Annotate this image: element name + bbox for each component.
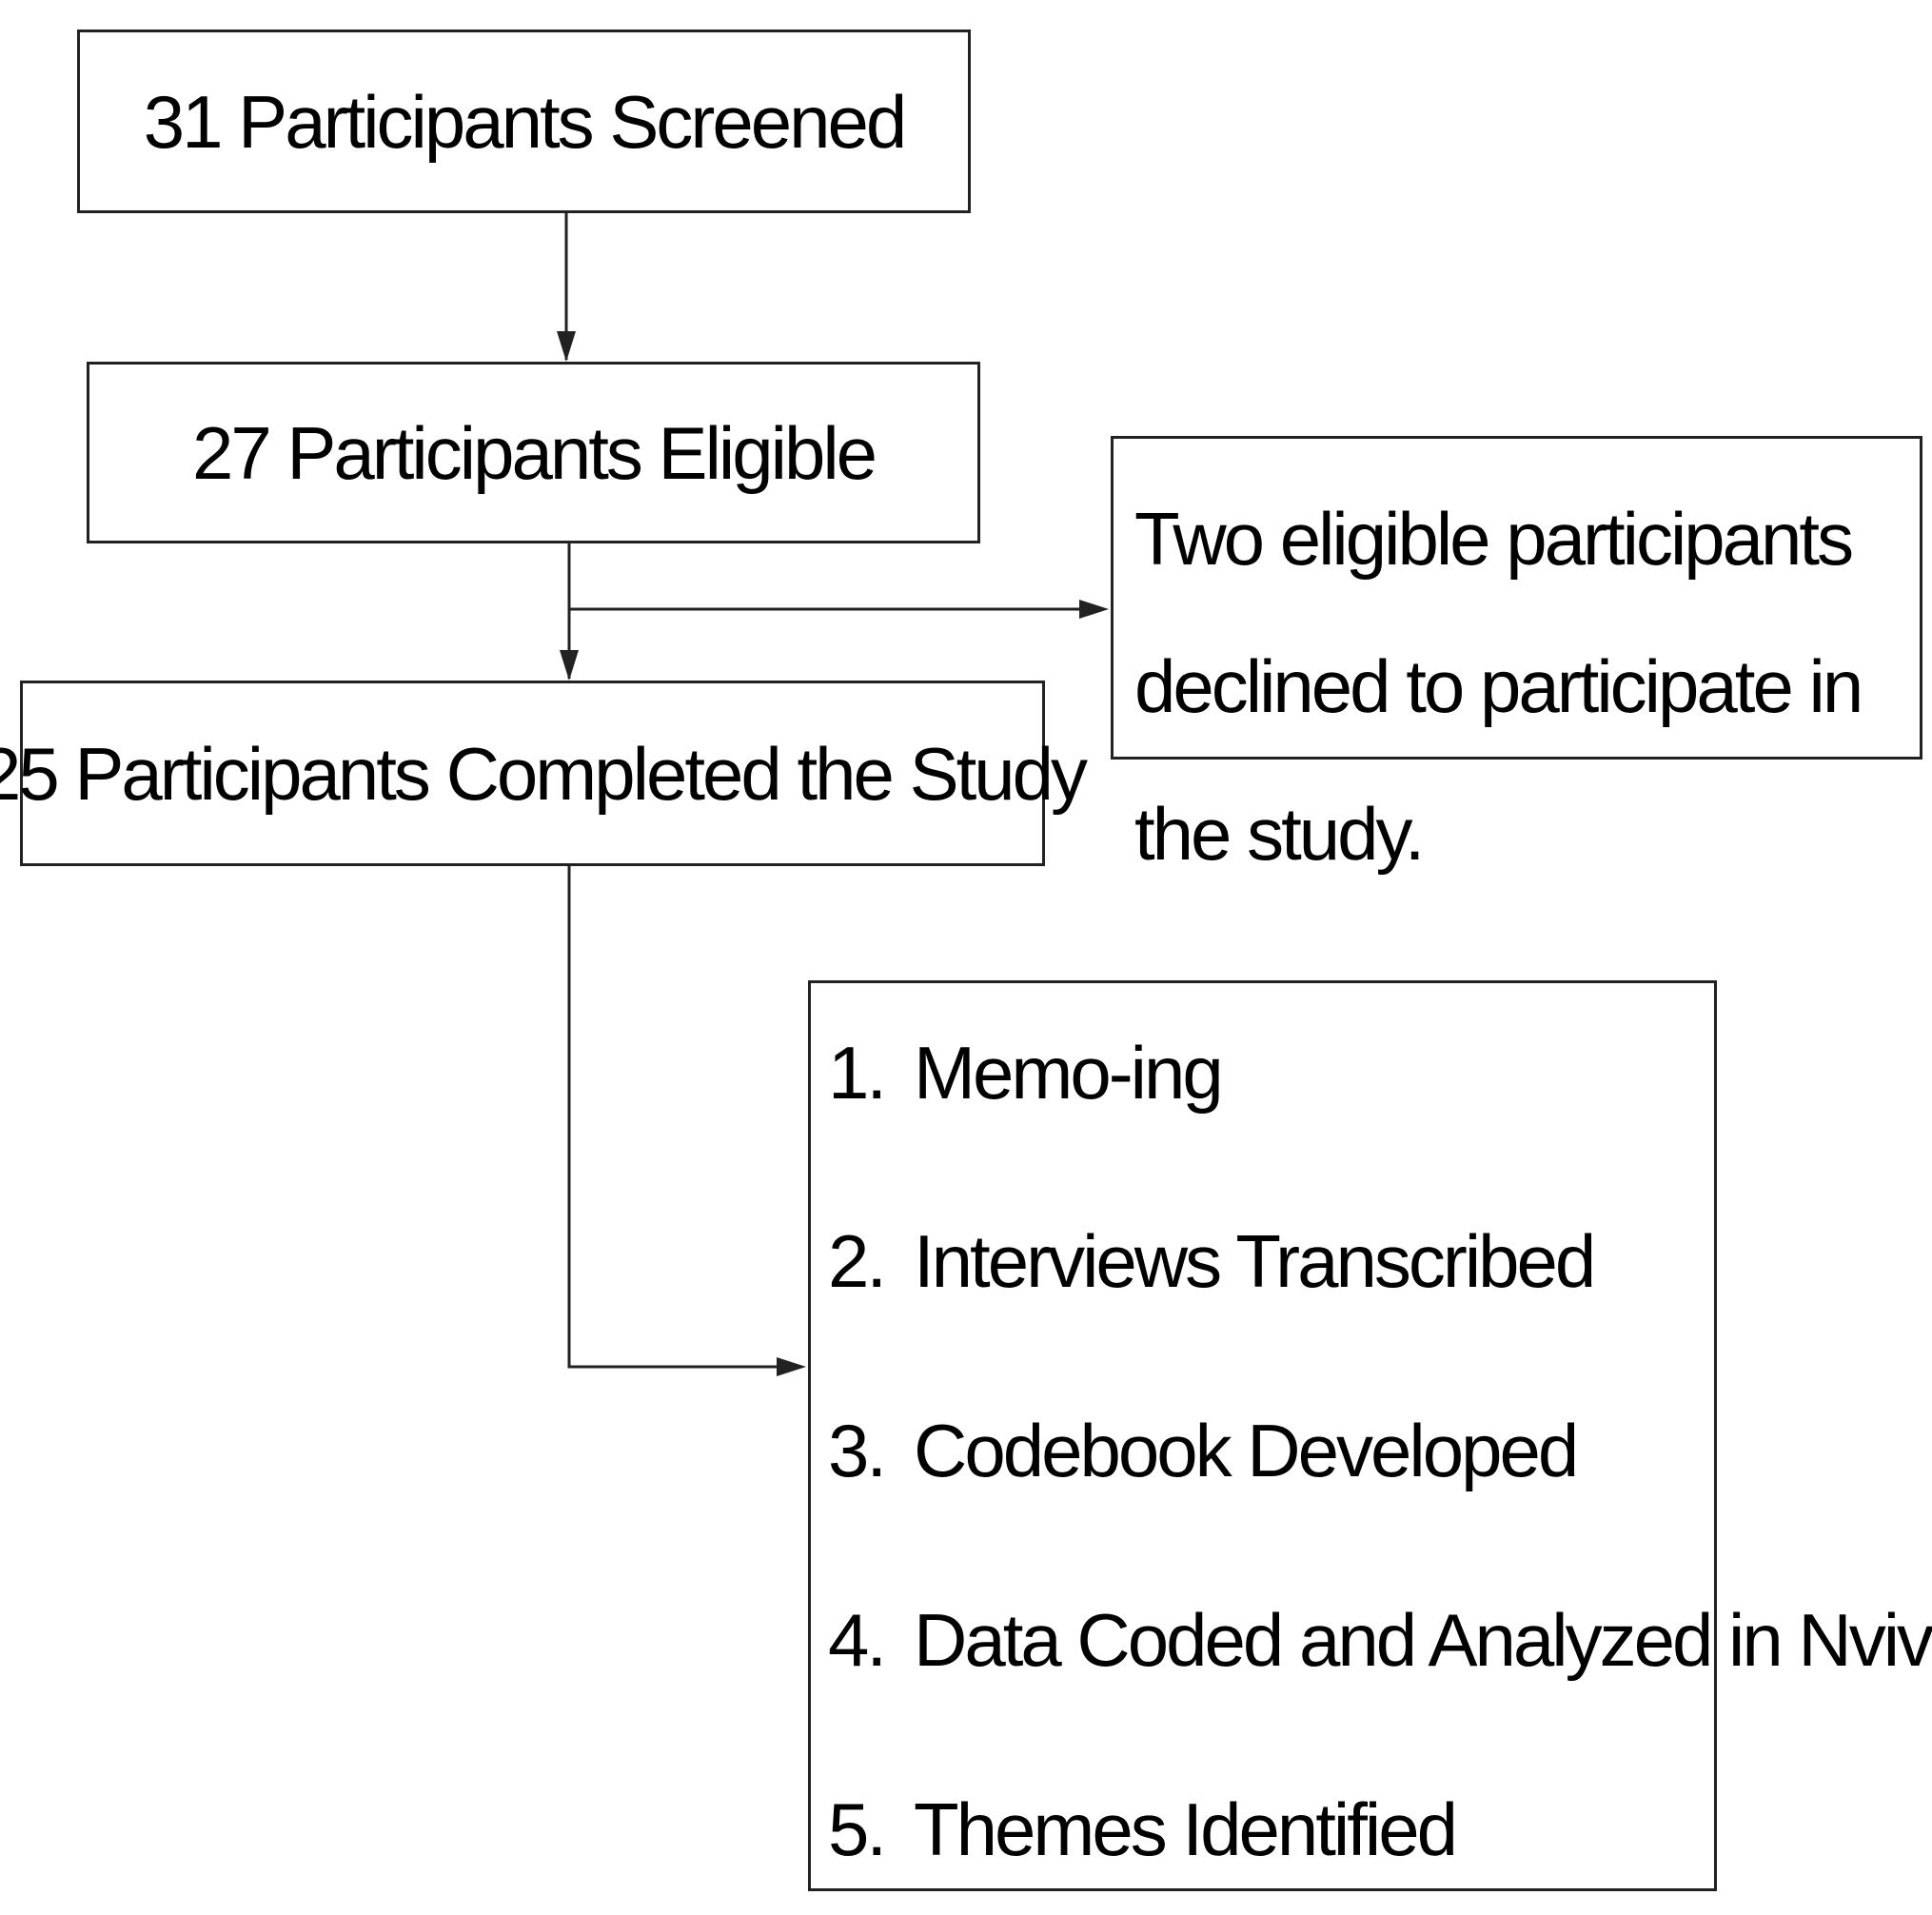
arrowhead-to-declined <box>1079 600 1109 619</box>
step-label: Themes Identified <box>914 1787 1458 1871</box>
screened-label: 31 Participants Screened <box>143 79 908 164</box>
step-number: 1. <box>828 1031 887 1115</box>
step-number: 5. <box>828 1787 887 1871</box>
step-label: Codebook Developed <box>914 1409 1579 1492</box>
arrowhead-completed-to-steps <box>777 1357 806 1376</box>
step-item: 3. Codebook Developed <box>828 1409 1579 1492</box>
completed-label: 25 Participants Completed the Study <box>0 731 1088 816</box>
arrowhead-screened-to-eligible <box>557 331 576 362</box>
step-label: Data Coded and Analyzed in Nvivo <box>914 1598 1932 1682</box>
analysis-steps-box: 1. Memo-ing 2. Interviews Transcribed 3. Co… <box>808 980 1932 1891</box>
arrowhead-eligible-to-completed <box>560 650 579 681</box>
step-item: 1. Memo-ing <box>828 1031 1224 1115</box>
step-label: Memo-ing <box>914 1031 1224 1115</box>
completed-box: 25 Participants Completed the Study <box>0 681 1088 866</box>
declined-box: Two eligible participants declined to pa… <box>1111 436 1922 876</box>
screened-box: 31 Participants Screened <box>77 30 971 213</box>
declined-label: Two eligible participants declined to pa… <box>1134 497 1863 876</box>
eligible-box: 27 Participants Eligible <box>87 362 980 543</box>
step-item: 4.Data Coded and Analyzed in Nvivo <box>828 1603 1932 1677</box>
step-label: Interviews Transcribed <box>914 1219 1596 1303</box>
arrow-completed-to-steps <box>567 866 779 1369</box>
step-number: 2. <box>828 1219 887 1303</box>
eligible-label: 27 Participants Eligible <box>191 410 877 495</box>
step-number: 4. <box>828 1598 887 1682</box>
step-item: 2. Interviews Transcribed <box>828 1219 1596 1303</box>
step-number: 3. <box>828 1409 887 1492</box>
step-item: 5. Themes Identified <box>828 1787 1458 1871</box>
